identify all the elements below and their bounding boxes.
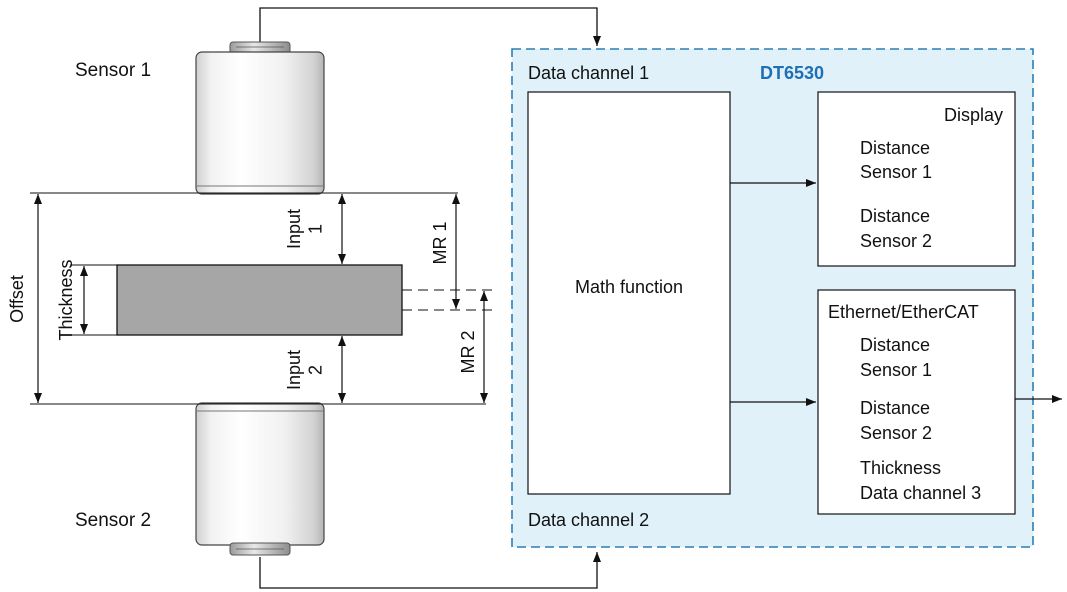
sensor-1: [195, 41, 325, 195]
input1-label: Input1: [284, 209, 326, 249]
thickness-label: Thickness: [56, 259, 76, 340]
ethernet-item-2-line2: Sensor 2: [860, 423, 932, 443]
display-title: Display: [944, 105, 1003, 125]
controller-name: DT6530: [760, 63, 824, 83]
ethernet-item-3-line1: Thickness: [860, 458, 941, 478]
sensor2-label: Sensor 2: [75, 510, 151, 531]
label-line: 1: [306, 224, 326, 234]
mr2-label: MR 2: [458, 330, 478, 373]
ethernet-item-1-line2: Sensor 1: [860, 360, 932, 380]
ethernet-item-2-line1: Distance: [860, 398, 930, 418]
data-channel-2-label: Data channel 2: [528, 510, 649, 530]
ethernet-block: [817, 289, 1016, 515]
mr1-label: MR 1: [430, 221, 450, 264]
label-line: Input: [284, 209, 304, 249]
ethernet-title: Ethernet/EtherCAT: [828, 302, 979, 322]
ethernet-item-1-line1: Distance: [860, 335, 930, 355]
ethernet-item-3-line2: Data channel 3: [860, 483, 981, 503]
label-line: 2: [306, 365, 326, 375]
display-item-2-line2: Sensor 2: [860, 231, 932, 251]
display-item-2-line1: Distance: [860, 206, 930, 226]
data-channel-1-label: Data channel 1: [528, 63, 649, 83]
display-item-1-line2: Sensor 1: [860, 162, 932, 182]
target-object: [116, 264, 403, 336]
sensor2-cable: [259, 552, 601, 589]
offset-label: Offset: [7, 275, 27, 323]
math-function-block: [527, 91, 731, 495]
display-item-1-line1: Distance: [860, 138, 930, 158]
input2-label: Input2: [284, 350, 326, 390]
label-line: Input: [284, 350, 304, 390]
display-block: [817, 91, 1016, 267]
math-function-label: Math function: [575, 277, 683, 297]
sensor1-label: Sensor 1: [75, 60, 151, 81]
sensor-2: [195, 402, 325, 556]
sensor1-cable: [259, 7, 601, 46]
